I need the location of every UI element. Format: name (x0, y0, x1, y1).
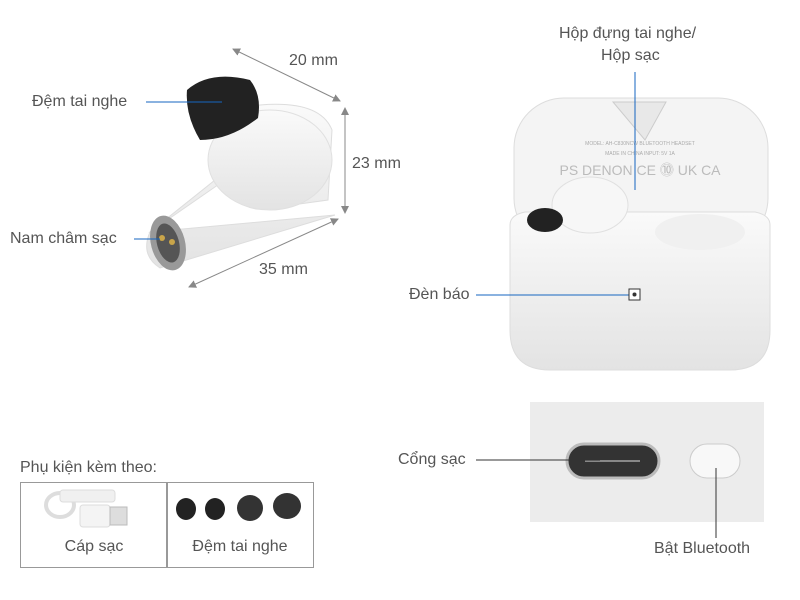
svg-text:MADE IN CHINA INPUT: 5V 1A: MADE IN CHINA INPUT: 5V 1A (605, 151, 675, 157)
accessory-ear-tips-label: Đệm tai nghe (192, 538, 288, 555)
accessory-ear-tips-cell: Đệm tai nghe (166, 482, 314, 568)
width-dimension-label: 20 mm (289, 52, 338, 69)
charging-magnet-label: Nam châm sạc (10, 230, 117, 247)
indicator-label: Đèn báo (409, 286, 470, 303)
length-dimension-arrow (188, 218, 339, 288)
charging-case-image: MODEL: AH-C830NCW BLUETOOTH HEADSET MADE… (509, 97, 771, 371)
height-dimension-label: 23 mm (352, 155, 401, 172)
ear-tip-label: Đệm tai nghe (32, 93, 128, 110)
accessories-title: Phụ kiện kèm theo: (20, 459, 157, 476)
bluetooth-label: Bật Bluetooth (654, 540, 751, 557)
case-label: Hộp đựng tai nghe/ (559, 25, 697, 42)
usb-cable-icon (44, 489, 128, 528)
svg-text:MODEL: AH-C830NCW BLUETOOTH HE: MODEL: AH-C830NCW BLUETOOTH HEADSET (585, 141, 695, 147)
bluetooth-button (689, 443, 741, 479)
width-dimension-arrow (232, 48, 341, 102)
earbud-image (146, 76, 336, 271)
length-dimension-label: 35 mm (259, 261, 308, 278)
case-label-line2: Hộp sạc (601, 47, 660, 64)
accessory-cable-label: Cáp sạc (64, 538, 124, 555)
ear-tips-icon (176, 493, 301, 521)
charging-port-label: Cổng sạc (398, 451, 466, 468)
svg-text:PS DENON CE ⓾ UK CA: PS DENON CE ⓾ UK CA (559, 162, 721, 178)
accessory-cable-cell: Cáp sạc (20, 482, 168, 568)
